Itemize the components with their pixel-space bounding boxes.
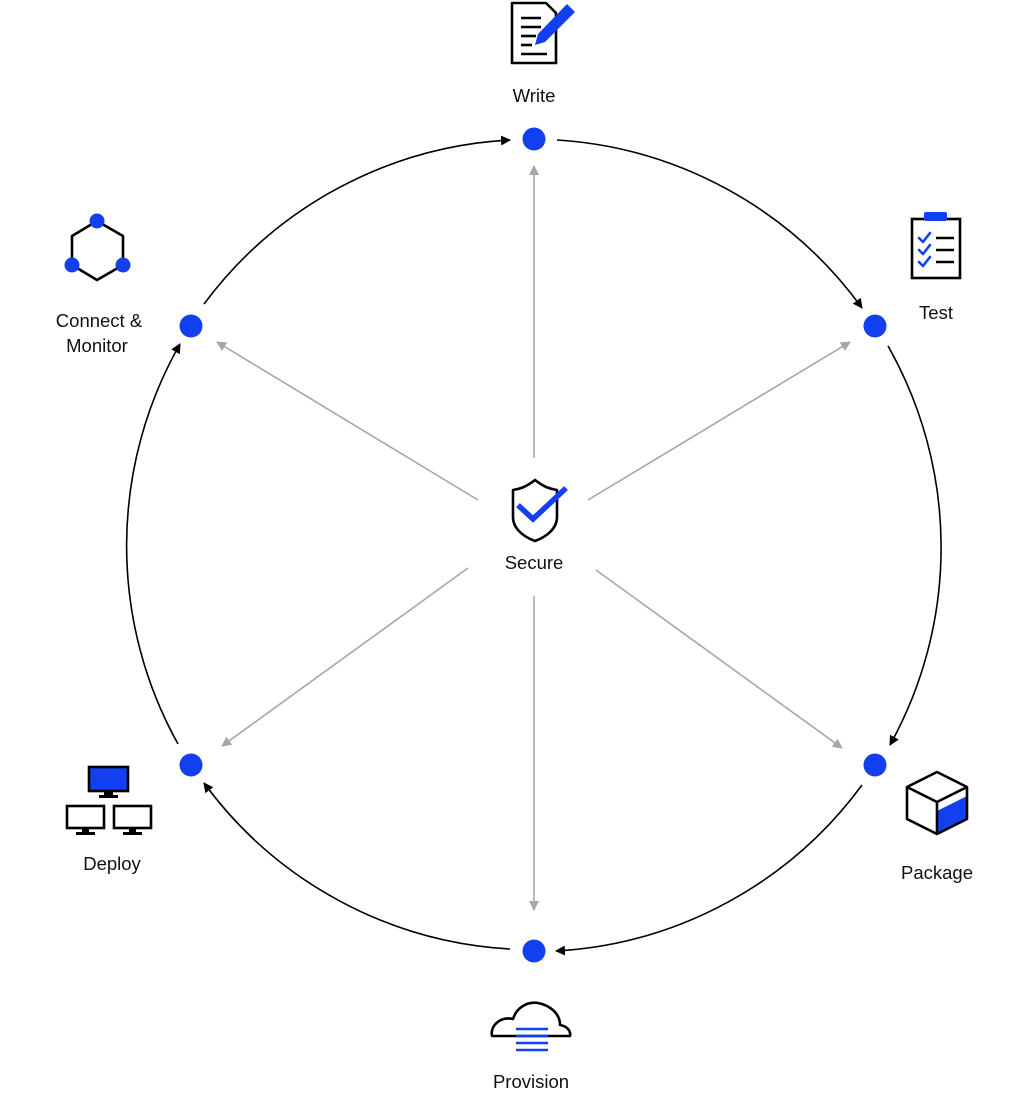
shield-check-icon: [511, 478, 568, 543]
stage-label-deploy: Deploy: [83, 853, 141, 874]
document-pencil-icon: [510, 1, 575, 65]
stage-label-provision: Provision: [493, 1071, 569, 1092]
node-write: [522, 127, 546, 151]
stage-label-connect-line-1: Connect &: [56, 310, 143, 331]
cycle-arrows: [125, 135, 942, 956]
spoke-to-deploy: [221, 567, 469, 747]
node-package: [863, 753, 887, 777]
stage-label-connect-line-2: Monitor: [66, 335, 128, 356]
arrow-write-to-test: [556, 139, 863, 309]
stage-nodes: [179, 127, 887, 963]
node-test: [863, 314, 887, 338]
center-label-secure: Secure: [505, 552, 564, 573]
spoke-to-connect: [216, 341, 479, 501]
network-computers-icon: [65, 765, 153, 835]
arrow-test-to-package: [887, 345, 942, 746]
cloud-icon: [490, 1001, 572, 1052]
node-deploy: [179, 753, 203, 777]
stage-label-package: Package: [901, 862, 973, 883]
arrow-connect-to-write: [203, 135, 511, 305]
arrow-provision-to-deploy: [203, 782, 511, 950]
arrow-deploy-to-connect: [125, 343, 181, 745]
spoke-arrows: [216, 165, 851, 911]
stage-label-test: Test: [919, 302, 953, 323]
node-connect: [179, 314, 203, 338]
spoke-to-package: [595, 569, 843, 749]
hexagon-nodes-icon: [64, 213, 131, 282]
arrow-package-to-provision: [555, 784, 863, 956]
clipboard-checklist-icon: [910, 212, 962, 280]
cube-icon: [905, 770, 969, 836]
spoke-to-test: [587, 341, 851, 501]
stage-label-write: Write: [513, 85, 556, 106]
node-provision: [522, 939, 546, 963]
